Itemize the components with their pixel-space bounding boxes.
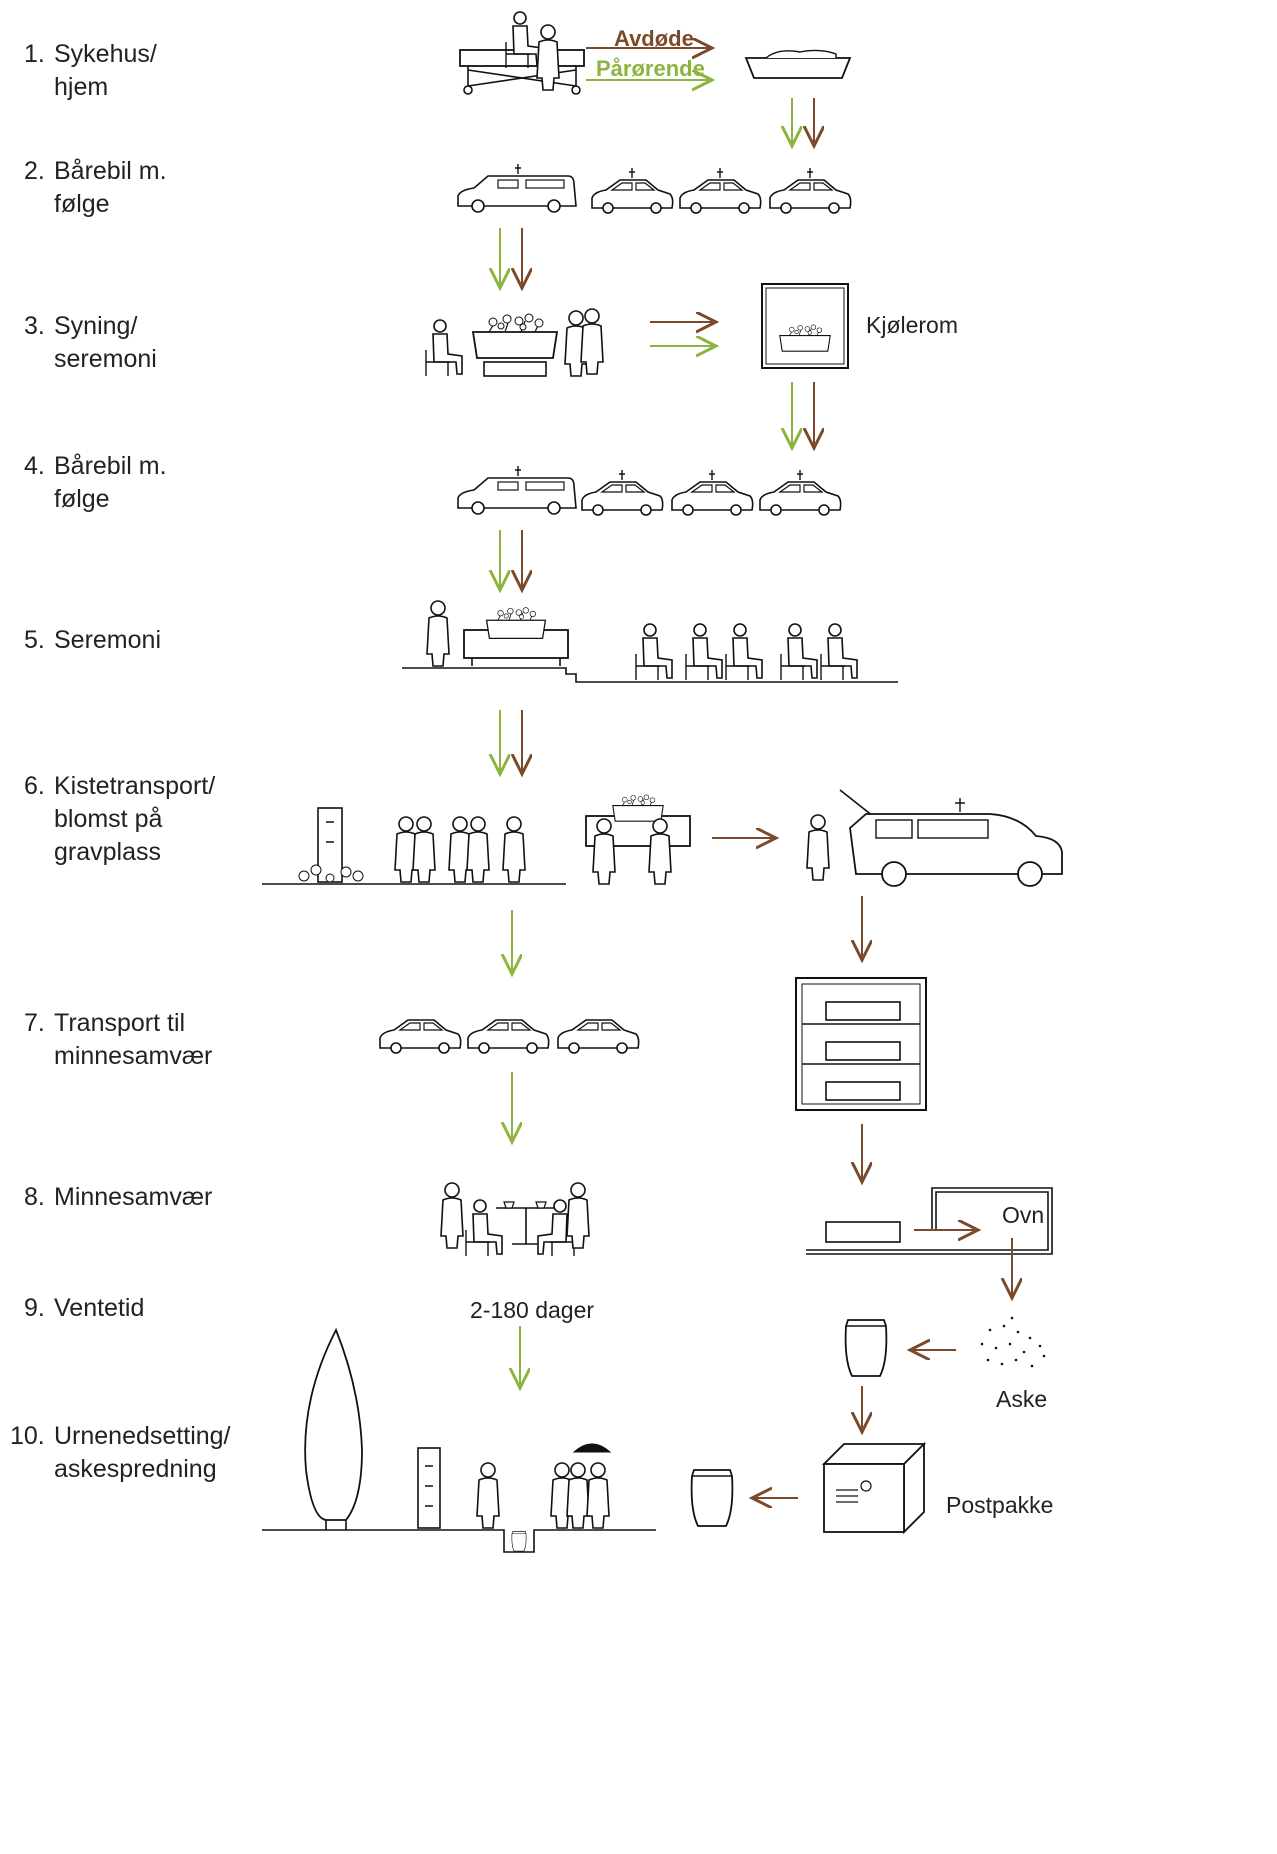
step-6-label: 6.Kistetransport/ blomst på gravplass: [24, 772, 216, 866]
tree-icon: [304, 1327, 363, 1530]
step-4-label: 4.Bårebil m. følge: [24, 452, 167, 513]
car-icon: [557, 1019, 640, 1054]
urn-icon: [690, 1469, 734, 1527]
person-icon: [425, 319, 463, 377]
step-5-label: 5.Seremoni: [24, 626, 161, 654]
step-10-label: 10.Urnenedsetting/ askespredning: [10, 1422, 231, 1483]
cold-room-label: Kjølerom: [866, 312, 959, 338]
stretcher-icon: [744, 49, 852, 79]
hearse-icon: [457, 163, 577, 213]
car-icon: [379, 1019, 462, 1054]
urn-icon: [844, 1319, 888, 1377]
legend-avdode: Avdøde: [614, 26, 694, 51]
hospital-bed-icon: [459, 11, 585, 95]
oven-label: Ovn: [1002, 1202, 1045, 1228]
ash-icon: [980, 1316, 1046, 1368]
grave-flowers-scene: [262, 807, 566, 885]
cold-room-icon: [761, 283, 849, 369]
memorial-gathering-scene: [440, 1182, 590, 1257]
car-icon: [672, 470, 753, 515]
hearse-icon: [457, 465, 577, 515]
parcel-label: Postpakke: [946, 1492, 1054, 1518]
step-9-label: 9.Ventetid: [24, 1294, 145, 1322]
step-2-label: 2.Bårebil m. følge: [24, 157, 167, 218]
legend-parorende: Pårørende: [596, 56, 705, 81]
urn-burial-scene: [262, 1327, 656, 1553]
parcel-box-icon: [821, 1441, 927, 1535]
car-icon: [467, 1019, 550, 1054]
car-icon: [770, 168, 851, 213]
wait-time-label: 2-180 dager: [470, 1297, 595, 1323]
car-icon: [582, 470, 663, 515]
car-icon: [760, 470, 841, 515]
step-3-label: 3.Syning/ seremoni: [24, 312, 157, 373]
ceremony-scene: [402, 600, 898, 683]
coffin-carry-scene: [585, 794, 691, 885]
crematorium-oven-icon: [806, 1187, 1053, 1255]
step-8-label: 8.Minnesamvær: [24, 1183, 213, 1211]
cold-storage-icon: [795, 977, 927, 1111]
step-7-label: 7.Transport til minnesamvær: [24, 1009, 213, 1070]
car-icon: [592, 168, 673, 213]
car-icon: [680, 168, 761, 213]
ash-label: Aske: [996, 1386, 1048, 1412]
step-1-label: 1.Sykehus/ hjem: [24, 40, 157, 101]
viewing-coffin-icon: [472, 313, 558, 377]
hearse-icon: [806, 789, 1063, 887]
